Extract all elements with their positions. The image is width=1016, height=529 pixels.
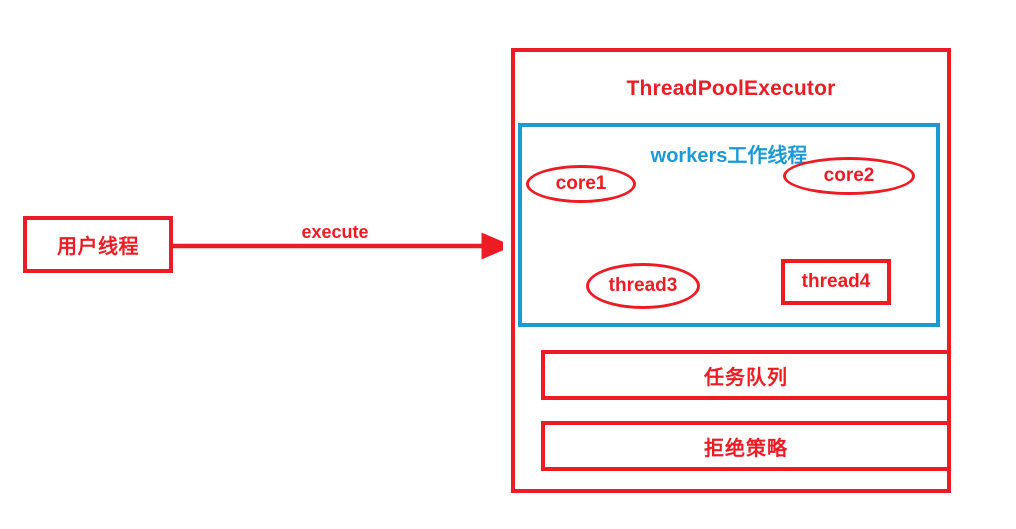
worker-node-core2: core2 bbox=[783, 157, 915, 195]
workers-box bbox=[518, 123, 940, 327]
worker-node-core1: core1 bbox=[526, 165, 636, 203]
thread-pool-executor-box bbox=[511, 48, 951, 493]
reject-policy-box: 拒绝策略 bbox=[541, 421, 951, 471]
workers-title: workers工作线程 bbox=[650, 144, 808, 167]
worker-node-thread3: thread3 bbox=[586, 263, 700, 309]
execute-arrow-label: execute bbox=[301, 221, 369, 242]
user-thread-box: 用户线程 bbox=[23, 216, 173, 273]
worker-node-thread4: thread4 bbox=[781, 259, 891, 305]
user-thread-label: 用户线程 bbox=[57, 236, 139, 258]
thread-pool-executor-title: ThreadPoolExecutor bbox=[626, 77, 836, 100]
task-queue-box: 任务队列 bbox=[541, 350, 951, 400]
